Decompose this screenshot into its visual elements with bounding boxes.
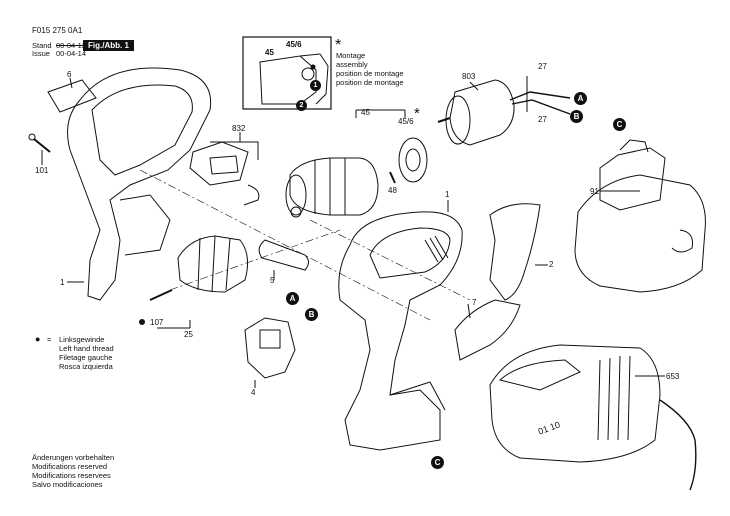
footer-line-3: Modifications reservees bbox=[32, 471, 111, 480]
callout-2-inset: 2 bbox=[296, 100, 307, 111]
legend-line-1: Linksgewinde bbox=[59, 335, 105, 344]
label-1-left: 1 bbox=[60, 278, 65, 287]
label-101: 101 bbox=[35, 166, 49, 175]
label-5: 5 bbox=[270, 276, 275, 285]
label-star-2: * bbox=[414, 105, 420, 122]
label-91: 91 bbox=[590, 187, 599, 196]
label-27b: 27 bbox=[538, 115, 547, 124]
montage-star: * bbox=[335, 37, 342, 54]
label-27a: 27 bbox=[538, 62, 547, 71]
label-45-6-top: 45/6 bbox=[286, 40, 302, 49]
label-1-right: 1 bbox=[445, 190, 450, 199]
stand-label: Stand bbox=[32, 41, 52, 50]
label-45-6: 45/6 bbox=[398, 117, 414, 126]
montage-line-4: position de montage bbox=[336, 78, 404, 87]
label-2: 2 bbox=[549, 260, 554, 269]
callout-c-handle: C bbox=[431, 456, 444, 469]
doc-number: F015 275 0A1 bbox=[32, 26, 83, 35]
label-25: 25 bbox=[184, 330, 193, 339]
legend-line-3: Filetage gauche bbox=[59, 353, 113, 362]
label-48: 48 bbox=[388, 186, 397, 195]
montage-line-3: position de montage bbox=[336, 69, 404, 78]
issue-date: 00-04-14 bbox=[56, 49, 87, 58]
callout-b-top: B bbox=[570, 110, 583, 123]
callout-b-switch: B bbox=[305, 308, 318, 321]
montage-line-1: Montage bbox=[336, 51, 366, 60]
legend-line-2: Left hand thread bbox=[59, 344, 114, 353]
callout-a-switch: A bbox=[286, 292, 299, 305]
label-653: 653 bbox=[666, 372, 680, 381]
label-45-top: 45 bbox=[265, 48, 274, 57]
legend-equals: = bbox=[47, 335, 52, 344]
callout-c-battery: C bbox=[613, 118, 626, 131]
label-107: 107 bbox=[150, 318, 164, 327]
footer-line-4: Salvo modificaciones bbox=[32, 480, 103, 489]
issue-label: Issue bbox=[32, 49, 50, 58]
label-6: 6 bbox=[67, 70, 72, 79]
footer-line-1: Änderungen vorbehalten bbox=[32, 453, 115, 462]
stand-date: 00-04-12 bbox=[56, 41, 87, 50]
callout-a-top: A bbox=[574, 92, 587, 105]
label-803: 803 bbox=[462, 72, 476, 81]
callout-1-inset: 1 bbox=[310, 80, 321, 91]
legend-symbol: ● bbox=[35, 334, 41, 344]
label-832: 832 bbox=[232, 124, 246, 133]
label-4: 4 bbox=[251, 388, 256, 397]
legend-line-4: Rosca izquierda bbox=[59, 362, 113, 371]
figure-badge: Fig./Abb. 1 bbox=[83, 40, 134, 51]
montage-line-2: assembly bbox=[336, 60, 368, 69]
label-45: 45 bbox=[361, 108, 370, 117]
label-7: 7 bbox=[472, 298, 477, 307]
footer-line-2: Modifications reserved bbox=[32, 462, 108, 471]
